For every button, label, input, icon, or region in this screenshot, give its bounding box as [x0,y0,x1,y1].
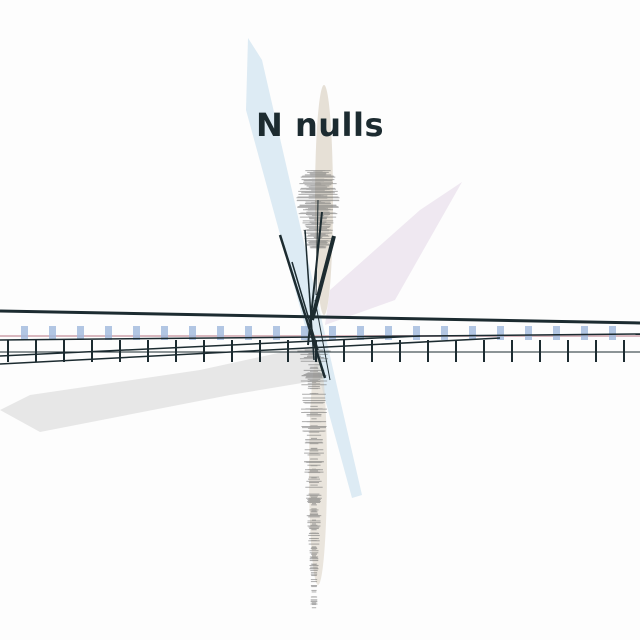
blue-dash [189,326,196,340]
dark-line-mid [0,333,640,341]
blue-dash [133,326,140,340]
dark-line-top [0,309,640,325]
blue-dash [581,326,588,340]
dark-line-low-2 [0,337,501,365]
blue-dash [49,326,56,340]
blue-dash [553,326,560,340]
blue-dash [385,326,392,340]
blue-dash [497,326,504,340]
blue-dash [301,326,308,340]
pink-plane [325,182,462,325]
blue-plane [246,38,362,498]
dark-line-low-1 [0,335,421,357]
blue-dash [217,326,224,340]
album-title: N nulls [256,106,384,144]
blue-dash [525,326,532,340]
needle-bundle [278,199,336,381]
blue-dash [357,326,364,340]
blue-dash [329,326,336,340]
blue-dash [245,326,252,340]
blue-dash [273,326,280,340]
blue-dash [469,326,476,340]
grey-smear-left [0,345,320,432]
blue-dash [441,326,448,340]
blue-dash [77,326,84,340]
blue-dash-row [21,326,616,340]
tick-row [7,340,625,362]
blue-dash [21,326,28,340]
blue-dash [413,326,420,340]
blue-dash [105,326,112,340]
blue-dash [161,326,168,340]
blue-dash [609,326,616,340]
